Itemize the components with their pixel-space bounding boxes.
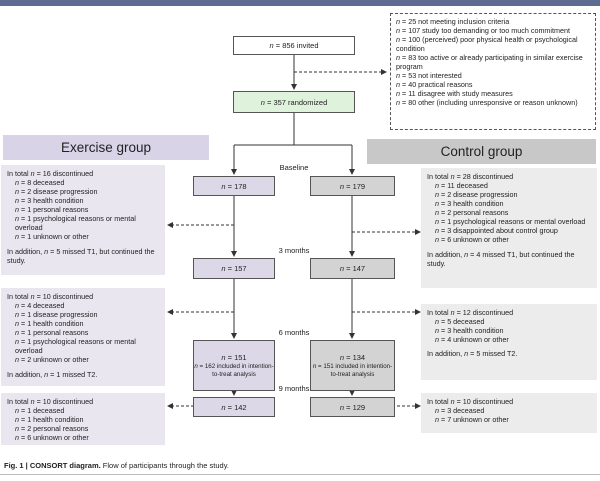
panel-item: n = 2 personal reasons xyxy=(15,424,89,434)
exclusion-item: n = 100 (perceived) poor physical health… xyxy=(396,35,578,53)
control-discontinued-panel-1: In total n = 28 discontinued n = 11 dece… xyxy=(421,168,597,288)
panel-item: n = 2 personal reasons xyxy=(435,208,509,218)
panel-item: n = 3 health condition xyxy=(435,199,504,209)
panel-item: n = 1 health condition xyxy=(15,319,84,329)
caption-text: Flow of participants through the study. xyxy=(102,461,229,470)
panel-note: In addition, n = 5 missed T1, but contin… xyxy=(7,246,155,265)
exclusion-item: n = 107 study too demanding or too much … xyxy=(396,26,570,35)
control-group-title: Control group xyxy=(440,144,523,159)
panel-item: n = 2 disease progression xyxy=(435,190,518,200)
panel-item: n = 1 unknown or other xyxy=(15,232,89,242)
panel-item: n = 6 unknown or other xyxy=(435,235,509,245)
control-9m-count: n = 129 xyxy=(339,402,366,412)
panel-note: In addition, n = 1 missed T2. xyxy=(7,369,98,379)
panel-item: n = 1 deceased xyxy=(15,406,65,416)
randomized-box: n = 357 randomized xyxy=(233,91,355,113)
panel-item: n = 1 personal reasons xyxy=(15,328,89,338)
exclusion-item: n = 40 practical reasons xyxy=(396,80,473,89)
control-6m-box: n = 134 n = 151 included in intention-to… xyxy=(310,340,395,391)
panel-item: n = 2 disease progression xyxy=(15,187,98,197)
panel-item: n = 4 deceased xyxy=(15,301,65,311)
panel-item: n = 2 unknown or other xyxy=(15,355,89,365)
control-3m-count: n = 147 xyxy=(339,264,366,273)
panel-item: n = 7 unknown or other xyxy=(435,415,509,425)
panel-total: In total n = 10 discontinued xyxy=(7,397,94,406)
timepoint-9-months: 9 months xyxy=(278,384,310,393)
timepoint-3-months: 3 months xyxy=(278,246,310,255)
top-accent-bar xyxy=(0,0,600,6)
control-baseline-box: n = 179 xyxy=(310,176,395,196)
exercise-discontinued-panel-3: In total n = 10 discontinued n = 1 decea… xyxy=(1,393,165,445)
control-3m-box: n = 147 xyxy=(310,258,395,279)
panel-total: In total n = 10 discontinued xyxy=(7,292,94,301)
panel-item: n = 11 deceased xyxy=(435,181,488,191)
invited-box: n = 856 invited xyxy=(233,36,355,55)
timepoint-baseline: Baseline xyxy=(279,163,309,172)
control-itt-note: n = 151 included in intention-to-treat a… xyxy=(312,363,393,378)
exclusion-item: n = 80 other (including unresponsive or … xyxy=(396,98,578,107)
exercise-6m-count: n = 151 xyxy=(221,353,247,363)
exclusion-item: n = 25 not meeting inclusion criteria xyxy=(396,17,510,26)
panel-note: In addition, n = 4 missed T1, but contin… xyxy=(427,249,575,268)
panel-total: In total n = 10 discontinued xyxy=(427,397,514,406)
panel-item: n = 3 health condition xyxy=(15,196,84,206)
exercise-9m-box: n = 142 xyxy=(193,397,275,417)
panel-item: n = 3 disappointed about control group xyxy=(435,226,558,236)
control-group-header: Control group xyxy=(367,139,596,164)
panel-item: n = 1 disease progression xyxy=(15,310,98,320)
panel-total: In total n = 12 discontinued xyxy=(427,308,514,317)
exercise-9m-count: n = 142 xyxy=(221,402,247,412)
panel-item: n = 6 unknown or other xyxy=(15,433,89,443)
figure-caption: Fig. 1 | CONSORT diagram. Flow of partic… xyxy=(4,461,229,470)
exercise-discontinued-panel-2: In total n = 10 discontinued n = 4 decea… xyxy=(1,288,165,386)
exclusion-item: n = 83 too active or already participati… xyxy=(396,53,583,71)
exercise-6m-box: n = 151 n = 162 included in intention-to… xyxy=(193,340,275,391)
control-6m-count: n = 134 xyxy=(339,353,366,363)
control-discontinued-panel-2: In total n = 12 discontinued n = 5 decea… xyxy=(421,304,597,380)
invited-label: n = 856 invited xyxy=(269,41,319,50)
control-9m-box: n = 129 xyxy=(310,397,395,417)
panel-item: n = 4 unknown or other xyxy=(435,335,509,345)
panel-item: n = 1 psychological reasons or mental ov… xyxy=(435,217,586,227)
exercise-3m-count: n = 157 xyxy=(221,264,247,273)
exercise-group-title: Exercise group xyxy=(60,140,152,155)
exercise-3m-box: n = 157 xyxy=(193,258,275,279)
panel-total: In total n = 28 discontinued xyxy=(427,172,514,181)
panel-item: n = 1 personal reasons xyxy=(15,205,89,215)
panel-item: n = 5 deceased xyxy=(435,317,485,327)
exercise-itt-note: n = 162 included in intention-to-treat a… xyxy=(194,363,274,378)
exercise-discontinued-panel-1: In total n = 16 discontinued n = 8 decea… xyxy=(1,165,165,275)
bottom-rule xyxy=(0,474,600,475)
control-baseline-count: n = 179 xyxy=(339,181,366,191)
panel-item: n = 3 deceased xyxy=(435,406,485,416)
randomized-label: n = 357 randomized xyxy=(260,97,328,107)
caption-label: Fig. 1 | CONSORT diagram. xyxy=(4,461,101,470)
panel-item: n = 1 health condition xyxy=(15,415,84,425)
exclusion-item: n = 53 not interested xyxy=(396,71,462,80)
timepoint-6-months: 6 months xyxy=(278,328,310,337)
panel-item: n = 8 deceased xyxy=(15,178,65,188)
exercise-baseline-box: n = 178 xyxy=(193,176,275,196)
control-discontinued-panel-3: In total n = 10 discontinued n = 3 decea… xyxy=(421,393,597,433)
exercise-baseline-count: n = 178 xyxy=(221,181,247,191)
panel-item: n = 3 health condition xyxy=(435,326,504,336)
panel-note: In addition, n = 5 missed T2. xyxy=(427,349,518,359)
exclusion-item: n = 11 disagree with study measures xyxy=(396,89,513,98)
exclusions-box: n = 25 not meeting inclusion criteria n … xyxy=(390,13,596,130)
panel-total: In total n = 16 discontinued xyxy=(7,169,94,178)
panel-item: n = 1 psychological reasons or mental ov… xyxy=(15,214,136,233)
exercise-group-header: Exercise group xyxy=(3,135,209,160)
panel-item: n = 1 psychological reasons or mental ov… xyxy=(15,337,136,356)
